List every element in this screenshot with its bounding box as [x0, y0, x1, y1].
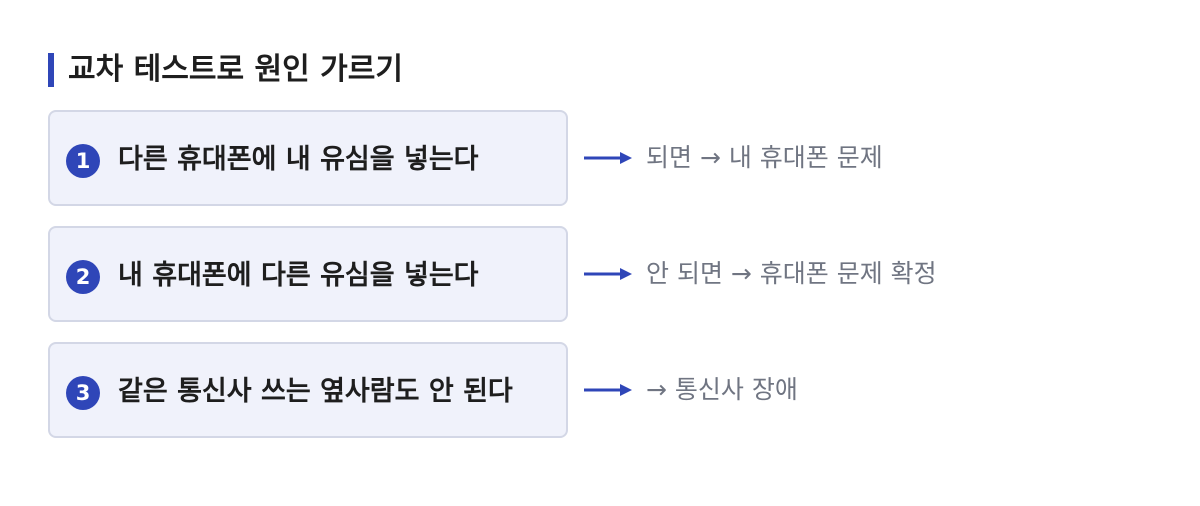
step-card-3: 3 같은 통신사 쓰는 옆사람도 안 된다 — [48, 342, 568, 438]
step-text: 내 휴대폰에 다른 유심을 넣는다 — [118, 260, 479, 291]
arrow-right-icon — [584, 384, 632, 396]
step-text: 같은 통신사 쓰는 옆사람도 안 된다 — [118, 376, 513, 407]
step-number-badge: 1 — [66, 144, 100, 178]
arrow-right-icon — [584, 152, 632, 164]
step-result: → 통신사 장애 — [646, 375, 798, 404]
page-title: 교차 테스트로 원인 가르기 — [68, 52, 403, 87]
step-number-badge: 3 — [66, 376, 100, 410]
step-text: 다른 휴대폰에 내 유심을 넣는다 — [118, 144, 479, 175]
arrow-right-icon — [584, 268, 632, 280]
step-card-2: 2 내 휴대폰에 다른 유심을 넣는다 — [48, 226, 568, 322]
step-number-badge: 2 — [66, 260, 100, 294]
step-result: 되면 → 내 휴대폰 문제 — [646, 143, 883, 172]
title-accent-bar — [48, 53, 54, 87]
step-card-1: 1 다른 휴대폰에 내 유심을 넣는다 — [48, 110, 568, 206]
step-result: 안 되면 → 휴대폰 문제 확정 — [646, 259, 937, 288]
